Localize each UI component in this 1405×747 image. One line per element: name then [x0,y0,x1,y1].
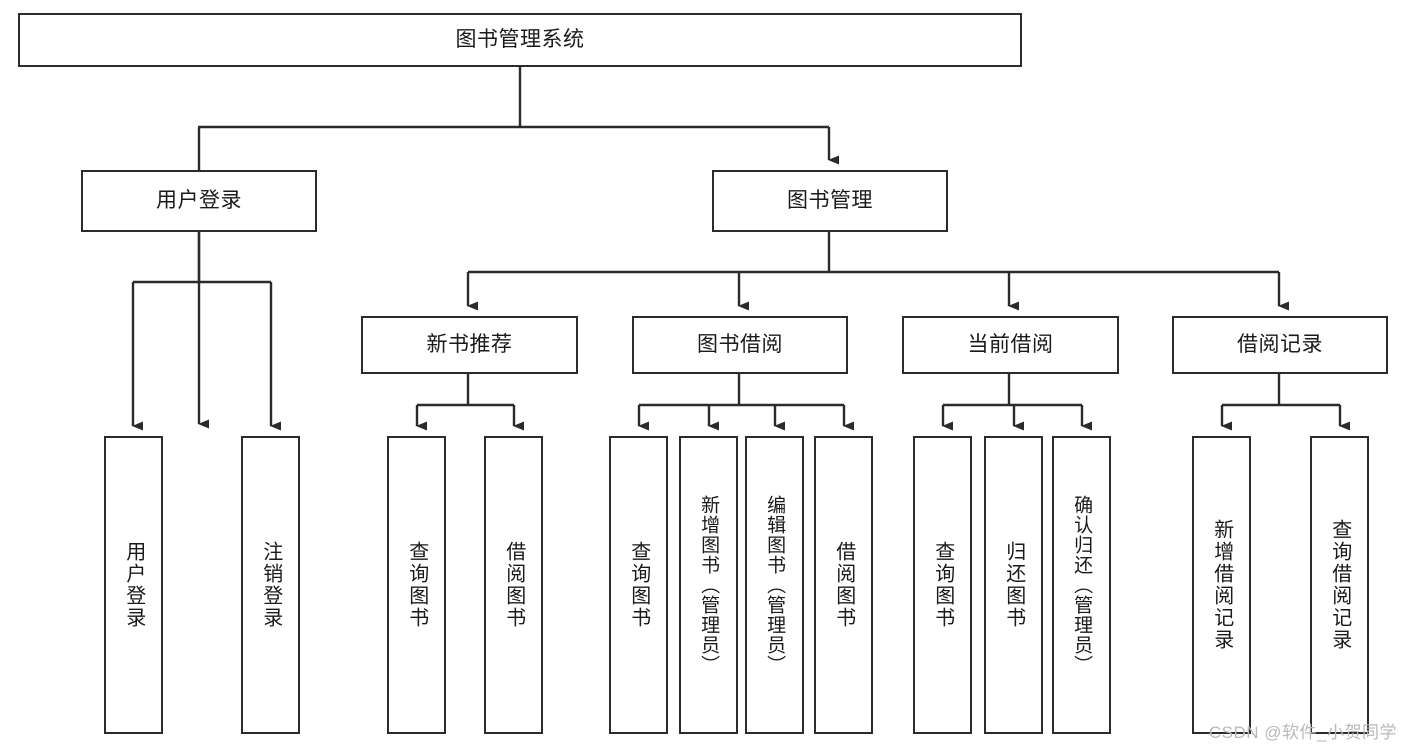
node-leaf-user-login-label: 用户登录 [122,541,145,629]
node-book-manage[interactable]: 图书管理 [712,170,948,232]
node-leaf-query-book-2[interactable]: 查询图书 [609,436,668,734]
node-leaf-add-book-admin[interactable]: 新增图书（管理员） [679,436,738,734]
node-leaf-add-borrow-record[interactable]: 新增借阅记录 [1192,436,1251,734]
node-leaf-confirm-return-admin[interactable]: 确认归还（管理员） [1052,436,1111,734]
node-leaf-borrow-book-1-label: 借阅图书 [502,541,525,629]
node-book-borrow-label: 图书借阅 [697,332,783,356]
node-root[interactable]: 图书管理系统 [18,13,1022,67]
node-leaf-confirm-return-admin-label: 确认归还（管理员） [1071,495,1093,675]
node-new-book-recommend[interactable]: 新书推荐 [361,316,578,374]
node-leaf-query-book-2-label: 查询图书 [627,541,650,629]
node-book-borrow[interactable]: 图书借阅 [632,316,848,374]
node-new-book-recommend-label: 新书推荐 [426,332,513,356]
node-borrow-record[interactable]: 借阅记录 [1172,316,1388,374]
node-leaf-borrow-book-2[interactable]: 借阅图书 [814,436,873,734]
node-leaf-query-book-3[interactable]: 查询图书 [913,436,972,734]
node-leaf-return-book-label: 归还图书 [1002,541,1025,629]
node-leaf-query-borrow-record-label: 查询借阅记录 [1328,519,1351,651]
node-leaf-query-borrow-record[interactable]: 查询借阅记录 [1310,436,1369,734]
node-root-label: 图书管理系统 [455,27,585,51]
node-leaf-borrow-book-2-label: 借阅图书 [832,541,855,629]
node-leaf-query-book-3-label: 查询图书 [931,541,954,629]
node-book-manage-label: 图书管理 [787,188,873,212]
node-leaf-edit-book-admin[interactable]: 编辑图书（管理员） [745,436,804,734]
node-leaf-add-borrow-record-label: 新增借阅记录 [1210,519,1233,651]
node-borrow-record-label: 借阅记录 [1237,332,1323,356]
node-leaf-borrow-book-1[interactable]: 借阅图书 [484,436,543,734]
node-user-login[interactable]: 用户登录 [81,170,317,232]
node-leaf-logout-login[interactable]: 注销登录 [241,436,300,734]
node-leaf-return-book[interactable]: 归还图书 [984,436,1043,734]
node-leaf-edit-book-admin-label: 编辑图书（管理员） [764,495,786,675]
node-leaf-query-book-1-label: 查询图书 [405,541,428,629]
node-leaf-user-login[interactable]: 用户登录 [104,436,163,734]
node-leaf-logout-login-label: 注销登录 [259,541,282,629]
node-leaf-add-book-admin-label: 新增图书（管理员） [698,495,720,675]
node-current-borrow-label: 当前借阅 [967,332,1054,356]
node-current-borrow[interactable]: 当前借阅 [902,316,1119,374]
node-leaf-query-book-1[interactable]: 查询图书 [387,436,446,734]
node-user-login-label: 用户登录 [156,188,242,212]
